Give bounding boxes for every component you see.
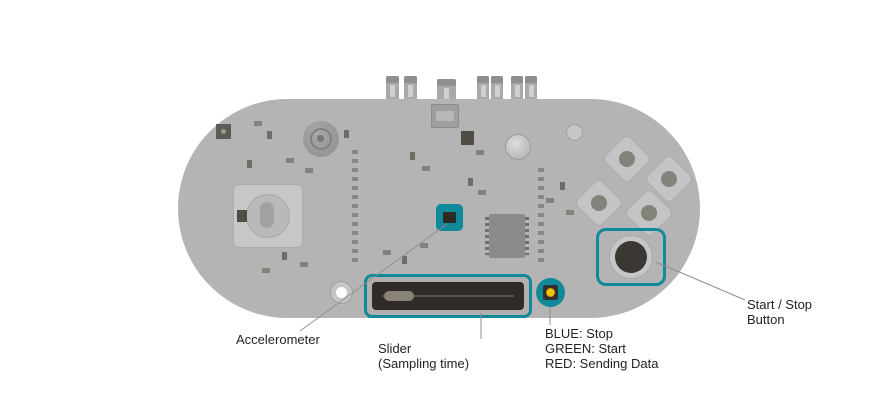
component-smd bbox=[461, 131, 474, 145]
smd-component bbox=[478, 190, 486, 195]
button-cap bbox=[615, 147, 639, 171]
smd-component bbox=[402, 256, 407, 264]
connector-tab bbox=[511, 76, 523, 106]
connector-slot bbox=[528, 85, 534, 97]
smd-component bbox=[560, 182, 565, 190]
accelerometer-label: Accelerometer bbox=[236, 332, 320, 347]
connector-slot bbox=[444, 88, 449, 100]
connector-slot bbox=[390, 85, 395, 97]
smd-component bbox=[383, 250, 391, 255]
smd-component bbox=[546, 198, 554, 203]
smd-component bbox=[305, 168, 313, 173]
led-housing bbox=[543, 285, 558, 300]
start-stop-cap bbox=[615, 241, 647, 273]
smd-component bbox=[566, 210, 574, 215]
pin-header-column bbox=[538, 168, 544, 264]
connector-cap bbox=[491, 76, 503, 83]
accelerometer-die bbox=[443, 212, 456, 223]
connector-tab bbox=[404, 76, 417, 106]
slider-track bbox=[372, 282, 524, 310]
slider-label-line2: (Sampling time) bbox=[378, 356, 470, 372]
button-cap bbox=[587, 191, 611, 215]
connector-cap bbox=[525, 76, 537, 83]
buzzer-dot bbox=[317, 135, 324, 142]
connector-cap bbox=[404, 76, 417, 83]
slider-label-line1: Slider bbox=[378, 341, 412, 356]
component-round-metal bbox=[505, 134, 531, 160]
smd-component bbox=[267, 131, 272, 139]
start-stop-line2: Button bbox=[747, 312, 785, 328]
smd-component bbox=[262, 268, 270, 273]
led-status-line3: RED: Sending Data bbox=[545, 356, 659, 372]
connector-tab bbox=[491, 76, 503, 106]
joystick-stick bbox=[260, 202, 274, 228]
smd-component bbox=[286, 158, 294, 163]
connector-cap bbox=[511, 76, 523, 83]
start-stop-label: Start / Stop Button bbox=[747, 297, 812, 327]
start-stop-line1: Start / Stop bbox=[747, 297, 813, 312]
led-status-line2: GREEN: Start bbox=[545, 341, 626, 357]
buzzer-coil bbox=[303, 121, 339, 157]
smd-component bbox=[476, 150, 484, 155]
smd-component bbox=[300, 262, 308, 267]
connector-cap bbox=[477, 76, 489, 83]
smd-component bbox=[468, 178, 473, 186]
slider-slot bbox=[382, 295, 514, 297]
connector-slot bbox=[514, 85, 520, 97]
smd-component bbox=[420, 243, 428, 248]
connector-slot bbox=[408, 85, 413, 97]
start-stop-ring bbox=[609, 235, 653, 279]
usb-connector bbox=[431, 104, 459, 128]
buzzer-ring bbox=[310, 128, 332, 150]
led-status-label: BLUE: Stop GREEN: Start RED: Sending Dat… bbox=[545, 326, 658, 371]
mounting-hole bbox=[331, 282, 352, 303]
ic-chip bbox=[485, 214, 529, 258]
connector-tab bbox=[386, 76, 399, 106]
connector-cap bbox=[437, 79, 456, 86]
connector-tab bbox=[437, 79, 456, 105]
smd-component bbox=[344, 130, 349, 138]
connector-cap bbox=[386, 76, 399, 83]
smd-component bbox=[247, 160, 252, 168]
component-smd bbox=[237, 210, 247, 222]
chip-dot bbox=[221, 129, 226, 134]
connector-tab bbox=[477, 76, 489, 106]
connector-tab bbox=[525, 76, 537, 106]
slider-pin-row bbox=[368, 314, 520, 318]
component-chip bbox=[216, 124, 231, 139]
led-status-line1: BLUE: Stop bbox=[545, 326, 613, 341]
connector-slot bbox=[494, 85, 500, 97]
small-button bbox=[566, 124, 583, 141]
smd-component bbox=[254, 121, 262, 126]
usb-port bbox=[436, 111, 454, 121]
start-stop-button bbox=[596, 228, 666, 286]
smd-component bbox=[410, 152, 415, 160]
smd-component bbox=[282, 252, 287, 260]
led-light bbox=[546, 288, 555, 297]
button-cap bbox=[637, 201, 661, 225]
accelerometer-chip bbox=[436, 204, 463, 231]
status-led-button bbox=[536, 278, 565, 307]
smd-component bbox=[422, 166, 430, 171]
slider-label: Slider (Sampling time) bbox=[378, 341, 469, 371]
pin-header-column bbox=[352, 150, 358, 262]
button-cap bbox=[657, 167, 681, 191]
slider-knob bbox=[384, 291, 414, 301]
sampling-slider bbox=[364, 274, 532, 318]
connector-slot bbox=[480, 85, 486, 97]
